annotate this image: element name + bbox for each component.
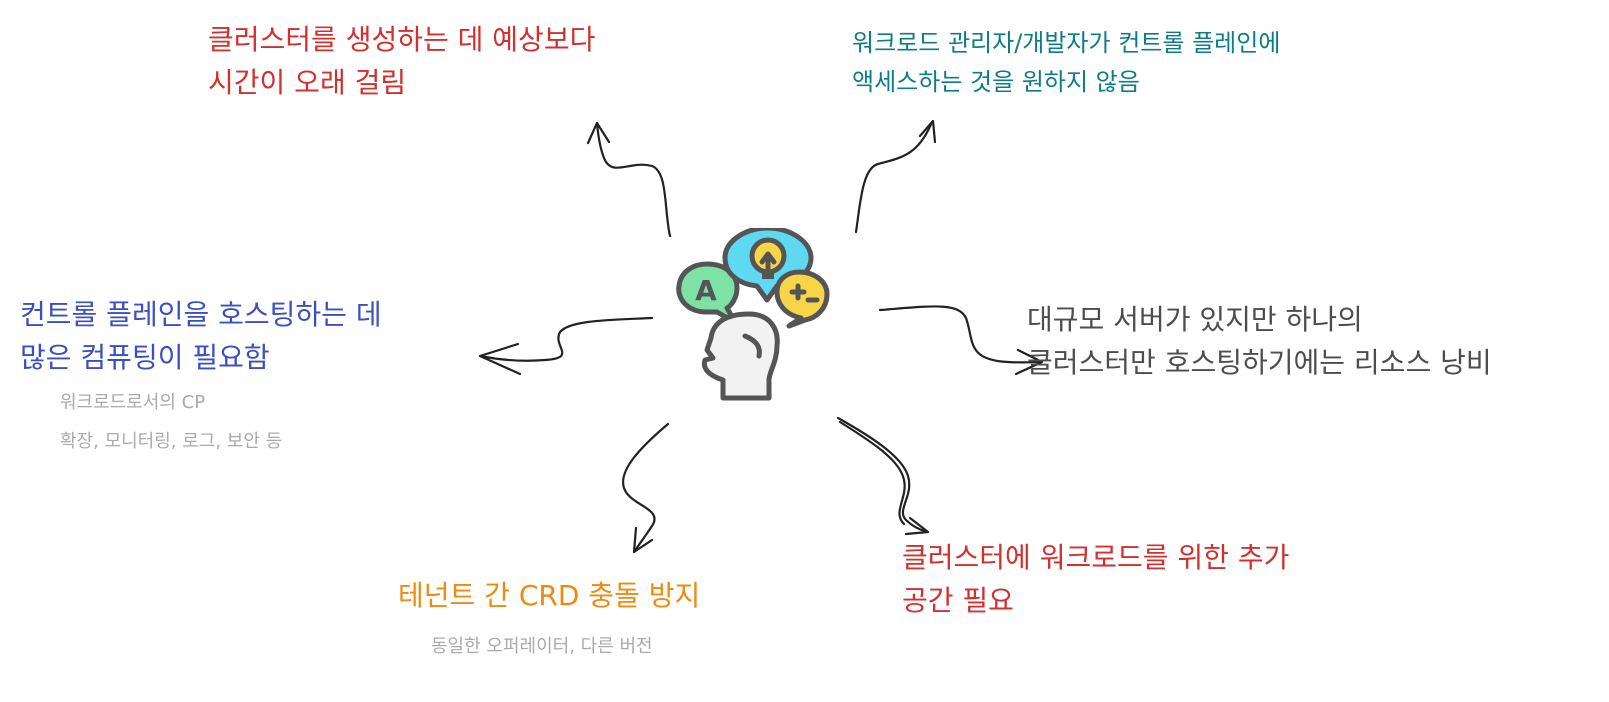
node-extra-space-line-2: 공간 필요 — [902, 584, 1014, 617]
node-crd-conflict: 테넌트 간 CRD 충돌 방지 — [398, 574, 700, 617]
node-control-plane-compute-notes: 워크로드로서의 CP 확장, 모니터링, 로그, 보안 등 — [60, 383, 282, 461]
plus-minus-bubble-icon — [774, 269, 830, 329]
arrow-to-workload-access — [854, 119, 937, 234]
node-control-plane-compute-line-2: 많은 컴퓨팅이 필요함 — [20, 341, 270, 374]
note-cp-operations: 확장, 모니터링, 로그, 보안 등 — [60, 431, 283, 452]
thinking-head-icon: A — [676, 228, 830, 401]
node-extra-space-line-1: 클러스터에 워크로드를 위한 추가 — [902, 541, 1290, 574]
node-workload-access: 워크로드 관리자/개발자가 컨트롤 플레인에 액세스하는 것을 원하지 않음 — [852, 24, 1280, 102]
node-resource-waste-line-2: 클러스터만 호스팅하기에는 리소스 낭비 — [1027, 346, 1492, 379]
node-cluster-time: 클러스터를 생성하는 데 예상보다 시간이 오래 걸림 — [208, 18, 595, 104]
node-workload-access-line-1: 워크로드 관리자/개발자가 컨트롤 플레인에 — [852, 29, 1281, 57]
node-crd-conflict-notes: 동일한 오퍼레이터, 다른 버전 — [431, 627, 653, 666]
note-cp-as-workload: 워크로드로서의 CP — [60, 392, 206, 413]
head-icon — [701, 311, 780, 401]
arrow-to-crd-conflict — [621, 422, 670, 554]
arrow-to-resource-waste — [878, 305, 1044, 376]
node-workload-access-line-2: 액세스하는 것을 원하지 않음 — [852, 68, 1140, 96]
node-cluster-time-line-2: 시간이 오래 걸림 — [208, 66, 407, 99]
note-operator-versions: 동일한 오퍼레이터, 다른 버전 — [431, 636, 653, 657]
node-resource-waste: 대규모 서버가 있지만 하나의 클러스터만 호스팅하기에는 리소스 낭비 — [1027, 298, 1492, 384]
arrow-to-cluster-time — [586, 121, 672, 238]
node-control-plane-compute-line-1: 컨트롤 플레인을 호스팅하는 데 — [20, 298, 382, 331]
node-resource-waste-line-1: 대규모 서버가 있지만 하나의 — [1027, 303, 1363, 336]
node-crd-conflict-line-1: 테넌트 간 CRD 충돌 방지 — [398, 579, 701, 612]
node-extra-space: 클러스터에 워크로드를 위한 추가 공간 필요 — [902, 536, 1289, 622]
arrow-to-control-plane-compute — [478, 316, 654, 376]
bubble-letter: A — [695, 274, 717, 307]
node-cluster-time-line-1: 클러스터를 생성하는 데 예상보다 — [208, 23, 596, 56]
arrow-to-extra-space — [836, 416, 930, 536]
node-control-plane-compute: 컨트롤 플레인을 호스팅하는 데 많은 컴퓨팅이 필요함 — [20, 293, 382, 379]
letter-a-bubble-icon: A — [676, 261, 740, 325]
